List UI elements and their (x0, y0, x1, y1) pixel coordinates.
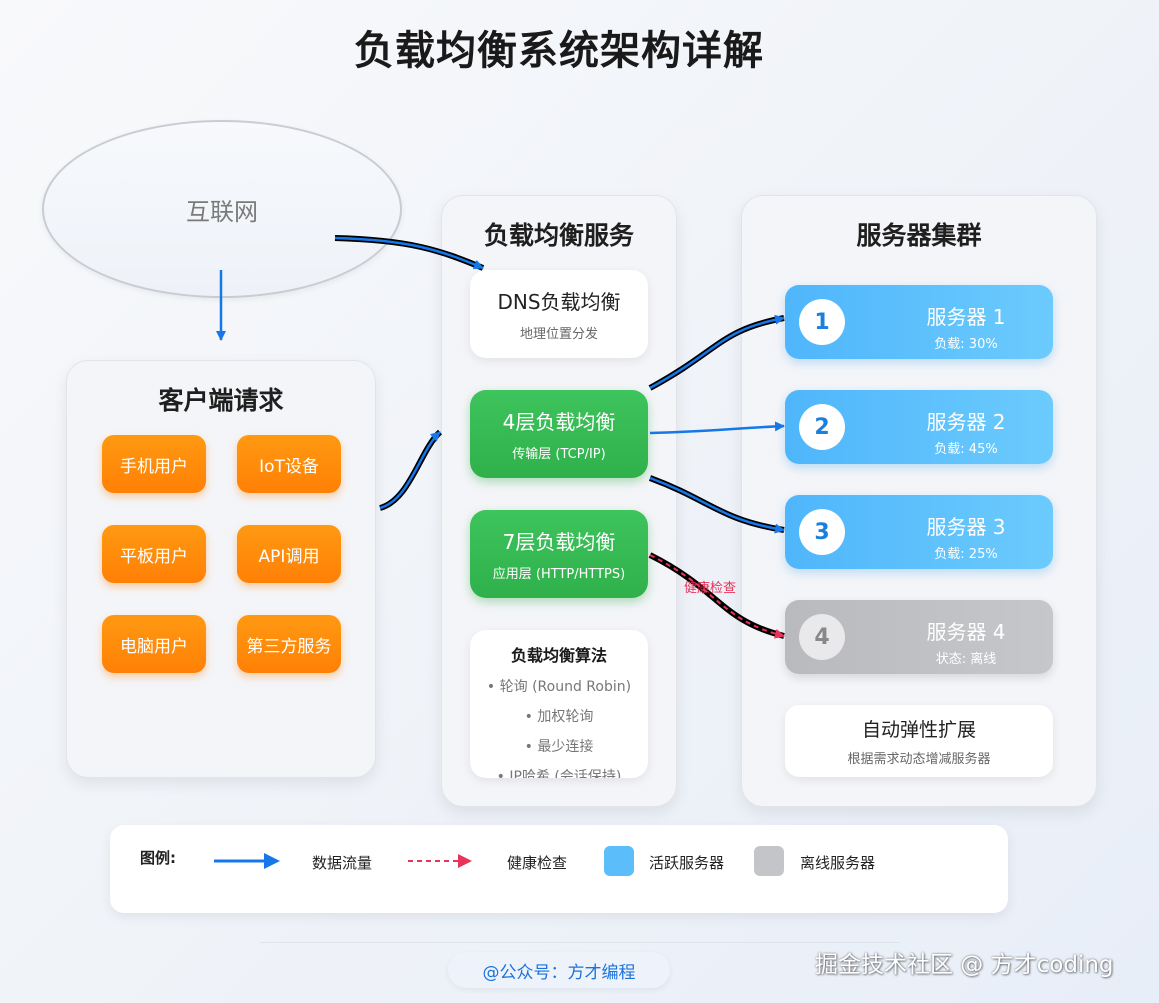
l4-lb-sub: 传输层 (TCP/IP) (512, 447, 606, 462)
health-check-label: 健康检查 (684, 580, 736, 595)
lb-algorithm-item: • 加权轮询 (524, 709, 594, 725)
l7-lb-title: 7层负载均衡 (502, 530, 616, 554)
legend-health-arrow-icon (408, 854, 472, 868)
server-card-2: 2 服务器 2 负载: 45% (785, 390, 1053, 464)
legend-offline: 离线服务器 (800, 854, 876, 872)
server-name: 服务器 2 (926, 410, 1006, 434)
internet-node: 互联网 (42, 120, 402, 298)
lb-algorithm-item: • 最少连接 (524, 739, 594, 755)
l4-lb-title: 4层负载均衡 (502, 410, 616, 434)
server-number-badge: 4 (799, 614, 845, 660)
legend-flow-arrow-icon (214, 853, 280, 869)
client-item-api: API调用 (237, 525, 341, 583)
server-load: 负载: 25% (934, 547, 998, 562)
client-panel-title: 客户端请求 (158, 386, 284, 415)
flow-arrow-client-to-l4 (378, 429, 443, 511)
autoscale-box: 自动弹性扩展 根据需求动态增减服务器 (785, 705, 1053, 777)
client-panel: 客户端请求 手机用户 IoT设备 平板用户 API调用 电脑用户 第三方服务 (66, 360, 376, 778)
server-name: 服务器 3 (926, 515, 1006, 539)
dns-lb-title: DNS负载均衡 (497, 290, 621, 314)
dns-lb-box: DNS负载均衡 地理位置分发 (470, 270, 648, 358)
legend-data-flow: 数据流量 (312, 854, 373, 872)
legend-active: 活跃服务器 (649, 854, 725, 872)
server-name: 服务器 1 (926, 305, 1006, 329)
server-number-badge: 1 (799, 299, 845, 345)
lb-algorithm-box: 负载均衡算法 • 轮询 (Round Robin) • 加权轮询 • 最少连接 … (470, 630, 648, 778)
client-item-iot: IoT设备 (237, 435, 341, 493)
page-title: 负载均衡系统架构详解 (354, 28, 764, 74)
legend-offline-swatch (754, 846, 784, 876)
server-number-badge: 3 (799, 509, 845, 555)
server-number-badge: 2 (799, 404, 845, 450)
server-name: 服务器 4 (926, 620, 1006, 644)
client-item-tablet: 平板用户 (102, 525, 206, 583)
lb-algorithm-item: • IP哈希 (会话保持) (496, 769, 622, 778)
legend-label: 图例: (140, 849, 176, 867)
server-load: 负载: 45% (934, 442, 998, 457)
client-item-mobile: 手机用户 (102, 435, 206, 493)
server-load: 状态: 离线 (935, 652, 997, 667)
legend-active-swatch (604, 846, 634, 876)
l7-lb-sub: 应用层 (HTTP/HTTPS) (492, 567, 626, 582)
server-card-4: 4 服务器 4 状态: 离线 (785, 600, 1053, 674)
legend: 图例: 数据流量 健康检查 活跃服务器 离线服务器 (110, 825, 1008, 913)
lb-algorithm-title: 负载均衡算法 (510, 646, 607, 665)
footer-divider (260, 942, 900, 943)
client-item-thirdparty: 第三方服务 (237, 615, 341, 673)
internet-label: 互联网 (186, 197, 258, 226)
watermark: 掘金技术社区 @ 方才coding (815, 952, 1114, 978)
lb-panel-title: 负载均衡服务 (483, 221, 634, 250)
autoscale-sub: 根据需求动态增减服务器 (847, 752, 991, 767)
dns-lb-sub: 地理位置分发 (519, 327, 598, 342)
server-panel-title: 服务器集群 (856, 221, 982, 250)
l7-lb-box: 7层负载均衡 应用层 (HTTP/HTTPS) (470, 510, 648, 598)
client-item-desktop: 电脑用户 (102, 615, 206, 673)
server-load: 负载: 30% (934, 337, 998, 352)
autoscale-title: 自动弹性扩展 (861, 719, 976, 741)
lb-algorithm-item: • 轮询 (Round Robin) (486, 679, 632, 695)
legend-health-check: 健康检查 (507, 854, 568, 872)
server-card-3: 3 服务器 3 负载: 25% (785, 495, 1053, 569)
l4-lb-box: 4层负载均衡 传输层 (TCP/IP) (470, 390, 648, 478)
footer-account: @公众号：方才编程 (448, 952, 670, 988)
server-card-1: 1 服务器 1 负载: 30% (785, 285, 1053, 359)
